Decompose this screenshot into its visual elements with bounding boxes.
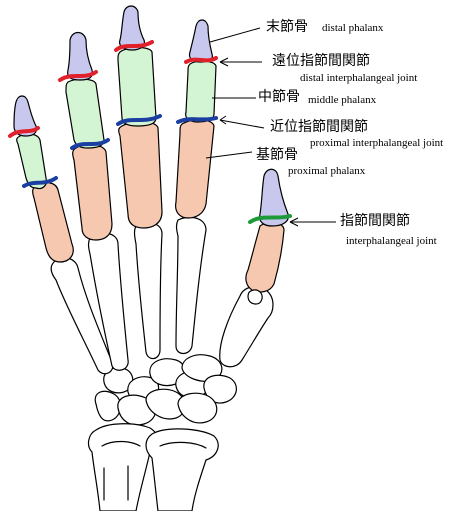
thumb-distal-phalanx: [259, 168, 289, 227]
middle-middle-phalanx: [117, 46, 157, 127]
ring-proximal-phalanx: [72, 143, 113, 241]
thumb-metacarpal: [219, 286, 274, 368]
distal-phalanx-label-en: distal phalanx: [322, 22, 384, 34]
pip-joint-lines: [22, 114, 218, 188]
thumb: [219, 168, 289, 368]
dip-joint-lines: [8, 40, 218, 138]
little-metacarpal: [50, 257, 114, 375]
little-finger: [13, 95, 114, 375]
ip-joint-label-jp: 指節間関節: [340, 213, 410, 229]
middle-phalanx-label-en: middle phalanx: [308, 94, 377, 106]
thumb-sesamoid: [247, 289, 263, 305]
pip-joint-label-en: proximal interphalangeal joint: [310, 137, 444, 149]
index-proximal-phalanx: [175, 119, 215, 219]
middle-phalanx-label-jp: 中節骨: [258, 89, 300, 105]
distal-phalanx-label-jp: 末節骨: [266, 19, 308, 35]
ring-distal-phalanx: [67, 31, 93, 81]
proximal-phalanx-label-jp: 基節骨: [256, 147, 298, 163]
ring-metacarpal: [87, 232, 129, 371]
little-proximal-phalanx: [32, 181, 74, 263]
index-metacarpal: [175, 216, 207, 355]
middle-distal-phalanx: [119, 5, 145, 51]
pip-joint-label-jp: 近位指節間関節: [270, 119, 368, 135]
middle-metacarpal: [133, 222, 163, 360]
index-finger: [175, 19, 217, 355]
ip-joint-label-en: interphalangeal joint: [346, 235, 437, 247]
ring-finger: [65, 31, 129, 371]
middle-proximal-phalanx: [118, 121, 163, 229]
little-middle-phalanx: [16, 133, 47, 190]
dip-joint-label-jp: 遠位指節間関節: [272, 53, 370, 69]
proximal-phalanx-label-en: proximal phalanx: [288, 165, 366, 177]
thumb-proximal-phalanx: [245, 221, 285, 293]
index-distal-phalanx: [188, 19, 213, 63]
forearm-bones: [87, 423, 219, 511]
little-distal-phalanx: [13, 95, 38, 137]
ring-middle-phalanx: [65, 78, 105, 149]
ip-joint-line: [248, 214, 292, 224]
middle-finger: [117, 5, 163, 360]
index-middle-phalanx: [185, 60, 217, 123]
carpal-bones: [94, 354, 237, 426]
leader-arrows: [205, 27, 336, 227]
dip-joint-label-en: distal interphalangeal joint: [300, 72, 418, 84]
